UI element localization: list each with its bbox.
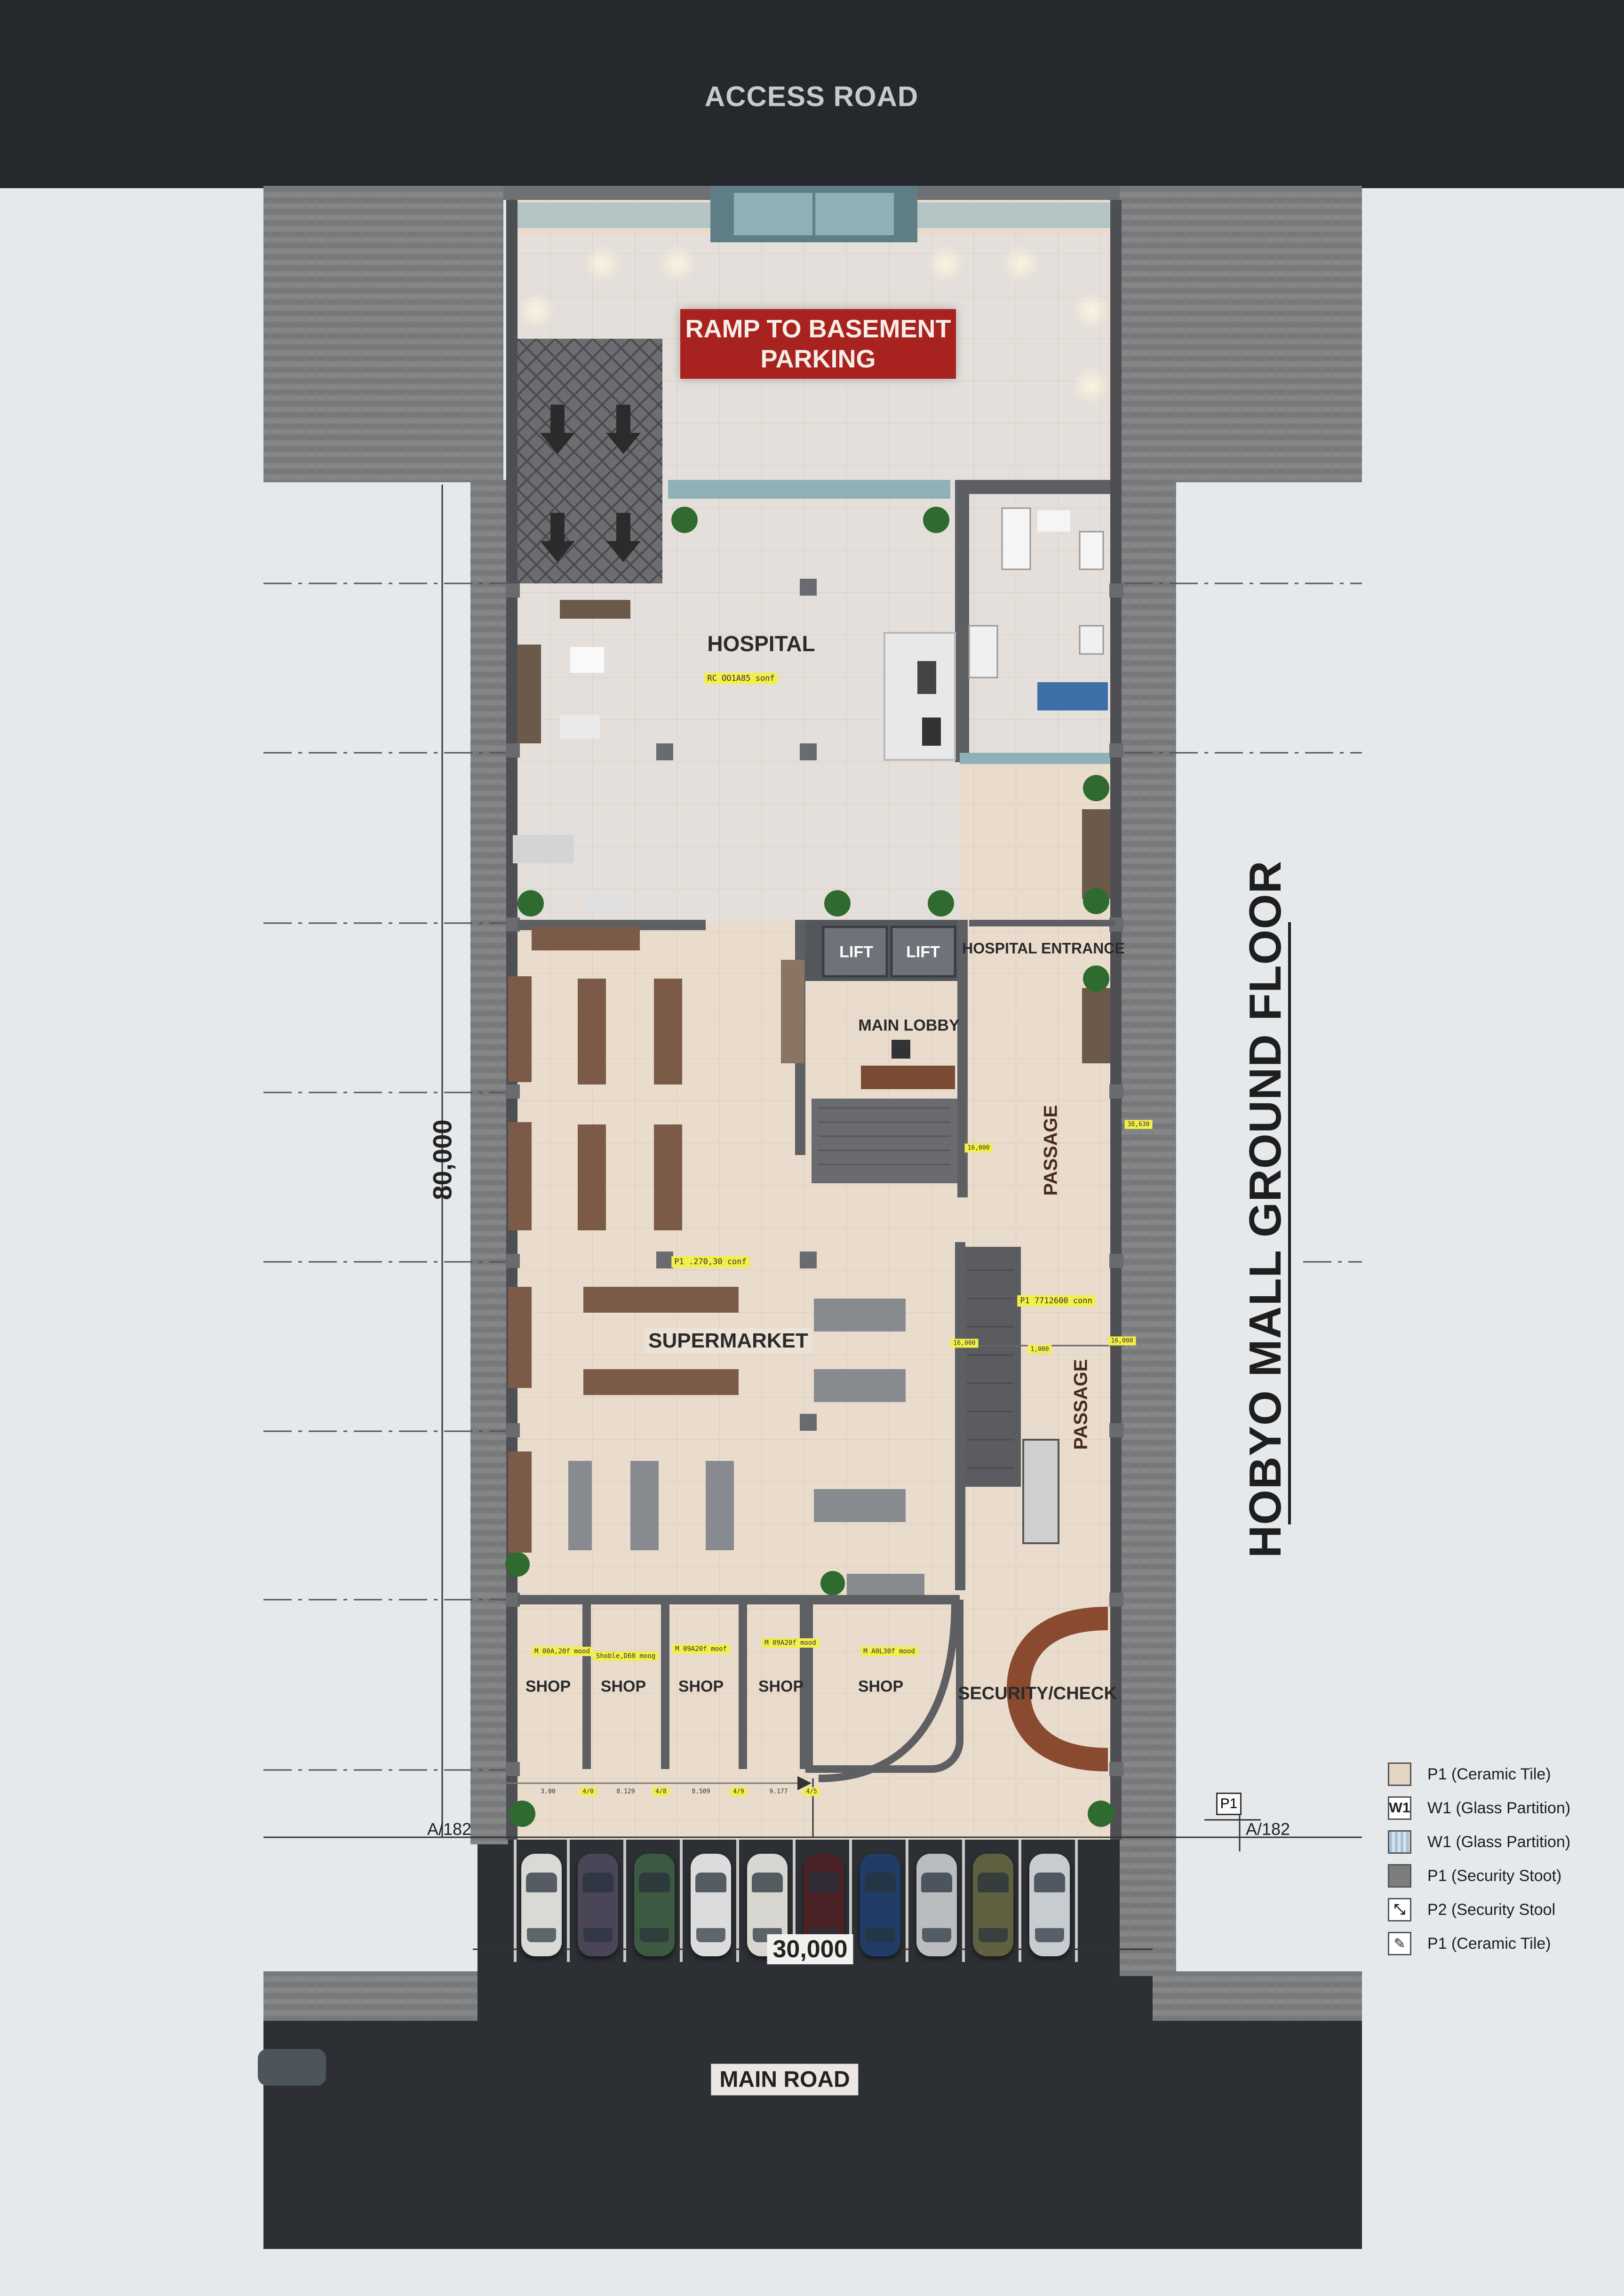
edge-dim-tag: 38,630 xyxy=(1124,1120,1153,1129)
legend-swatch xyxy=(1388,1762,1411,1786)
legend-row: W1 W1 (Glass Partition) xyxy=(1388,1791,1585,1825)
shop-2-label: SHOP xyxy=(600,1677,646,1696)
legend-text: P1 (Security Stoot) xyxy=(1427,1866,1562,1885)
passage-2-label: PASSAGE xyxy=(1070,1359,1091,1450)
section-mark-right: A/182 xyxy=(1245,1819,1290,1839)
lift-1-label: LIFT xyxy=(839,943,873,961)
shop-1-tag: M 00A,20f mood xyxy=(531,1647,593,1656)
ramp-sign-text: RAMP TO BASEMENT PARKING xyxy=(685,315,951,373)
shop-3-tag: M 09A20f moof xyxy=(672,1644,730,1654)
hospital-label: HOSPITAL xyxy=(707,631,815,656)
dimension-tick-label: 4/9 xyxy=(730,1787,747,1796)
dimension-tick-label: 3.00 xyxy=(541,1788,556,1795)
parked-car xyxy=(973,1854,1013,1956)
legend-text: W1 (Glass Partition) xyxy=(1427,1833,1571,1851)
parked-car xyxy=(521,1854,562,1956)
dimension-tick-label: 9.177 xyxy=(769,1788,788,1795)
escalator-dim-tag: 16,000 xyxy=(950,1339,979,1348)
parked-car xyxy=(691,1854,731,1956)
legend-swatch xyxy=(1388,1864,1411,1888)
security-check-label: SECURITY/CHECK xyxy=(958,1683,1117,1704)
legend-row: ⤡ P2 (Security Stool xyxy=(1388,1893,1585,1927)
shop-2-tag: Shoble,D60 moog xyxy=(593,1651,659,1661)
parked-car xyxy=(860,1854,900,1956)
legend-text: P1 (Ceramic Tile) xyxy=(1427,1765,1551,1783)
shop-5-label: SHOP xyxy=(858,1677,904,1696)
main-lobby-label: MAIN LOBBY xyxy=(858,1016,960,1035)
legend-row: ✎ P1 (Ceramic Tile) xyxy=(1388,1927,1585,1961)
passage-dim-tag: 1,000 xyxy=(1027,1345,1052,1354)
parked-car xyxy=(634,1854,675,1956)
section-mark-left: A/182 xyxy=(427,1819,472,1839)
shop-4-label: SHOP xyxy=(758,1677,804,1696)
legend-row: P1 (Ceramic Tile) xyxy=(1388,1757,1585,1791)
ramp-to-basement-sign: RAMP TO BASEMENT PARKING xyxy=(680,309,956,379)
hospital-area-tag: RC OO1A85 sonf xyxy=(704,673,778,684)
dimension-tick-label: 8.129 xyxy=(616,1788,635,1795)
vertical-dimension: 80,000 xyxy=(427,1119,457,1200)
legend-row: W1 (Glass Partition) xyxy=(1388,1825,1585,1859)
title-underline xyxy=(1288,922,1291,1524)
parked-car xyxy=(1029,1854,1070,1956)
drawing-title: HOBYO MALL GROUND FLOOR xyxy=(1240,860,1290,1558)
dimension-tick-label: 4/8 xyxy=(653,1787,669,1796)
hospital-entrance-label: HOSPITAL ENTRANCE xyxy=(962,940,1125,957)
legend-text: W1 (Glass Partition) xyxy=(1427,1799,1571,1817)
main-road-label: MAIN ROAD xyxy=(711,2064,859,2096)
legend-swatch: ✎ xyxy=(1388,1932,1411,1955)
shop-4-tag: M 09A20f mood xyxy=(762,1638,819,1648)
p1-tag-box: P1 xyxy=(1216,1793,1242,1815)
passage-area-tag: P1 7712600 conn xyxy=(1017,1295,1095,1307)
legend-text: P1 (Ceramic Tile) xyxy=(1427,1934,1551,1953)
wall-dim-tag: 16,000 xyxy=(1108,1336,1136,1346)
horizontal-dimension: 30,000 xyxy=(767,1934,853,1964)
dimension-tick-label: 4/0 xyxy=(580,1787,597,1796)
shop-1-label: SHOP xyxy=(525,1677,571,1696)
material-legend: P1 (Ceramic Tile) W1 W1 (Glass Partition… xyxy=(1388,1757,1585,1961)
parked-car xyxy=(916,1854,957,1956)
shop-5-tag: M A0L30f mood xyxy=(860,1647,918,1656)
supermarket-area-tag: P1 .270,30 conf xyxy=(671,1256,749,1268)
legend-swatch xyxy=(1388,1830,1411,1854)
supermarket-label: SUPERMARKET xyxy=(645,1328,812,1354)
dimension-tick-label: 4/5 xyxy=(803,1787,820,1796)
stair-dim-tag: 16,000 xyxy=(964,1143,993,1153)
dimension-tick-label: 8.509 xyxy=(692,1788,710,1795)
shop-3-label: SHOP xyxy=(678,1677,724,1696)
passage-1-label: PASSAGE xyxy=(1040,1105,1061,1196)
access-road-label: ACCESS ROAD xyxy=(704,80,919,112)
legend-swatch: W1 xyxy=(1388,1796,1411,1820)
legend-text: P2 (Security Stool xyxy=(1427,1900,1556,1919)
legend-swatch: ⤡ xyxy=(1388,1898,1411,1921)
parked-car xyxy=(578,1854,618,1956)
lift-2-label: LIFT xyxy=(906,943,940,961)
legend-row: P1 (Security Stoot) xyxy=(1388,1859,1585,1893)
